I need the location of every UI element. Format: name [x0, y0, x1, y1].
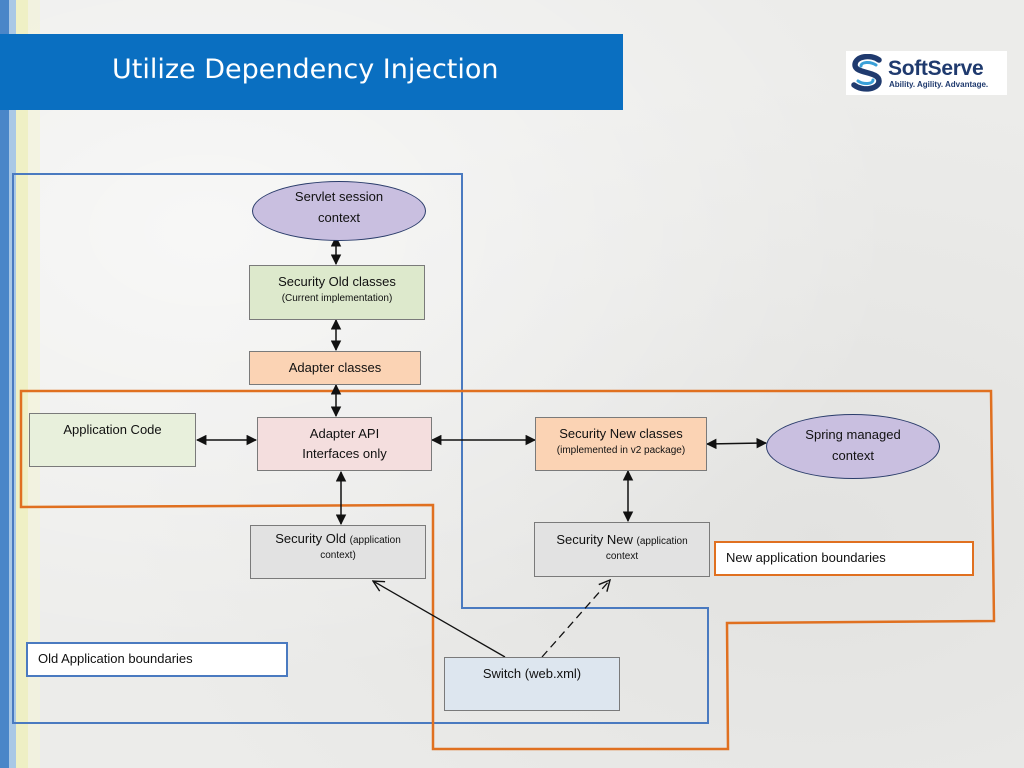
old-boundaries-text: Old Application boundaries — [38, 651, 193, 666]
spring-managed-line1: Spring managed — [805, 427, 901, 442]
application-code: Application Code — [29, 413, 196, 467]
security-old-ctx-note2: context) — [320, 550, 356, 561]
security-old-classes: Security Old classes (Current implementa… — [249, 265, 425, 320]
security-new-app-context: Security New (application context — [534, 522, 710, 577]
servlet-session-line2: context — [318, 210, 360, 225]
old-application-boundary — [12, 173, 709, 724]
adapter-api-line2: Interfaces only — [302, 446, 387, 461]
spring-managed-context: Spring managed context — [766, 414, 940, 479]
left-stripe-blue — [0, 0, 9, 768]
application-code-title: Application Code — [63, 422, 162, 437]
adapter-classes: Adapter classes — [249, 351, 421, 385]
arrow-securitynew-spring — [705, 437, 768, 450]
servlet-session-context: Servlet session context — [252, 181, 426, 241]
security-old-ctx-note1: (application — [349, 535, 401, 546]
servlet-session-line1: Servlet session — [294, 189, 384, 204]
old-boundaries-label: Old Application boundaries — [26, 642, 288, 677]
security-old-app-context: Security Old (application context) — [250, 525, 426, 579]
left-stripe-yellow — [16, 0, 28, 768]
security-new-ctx-note1: (application — [636, 536, 688, 547]
new-application-boundary — [19, 389, 996, 751]
left-stripe-pale — [28, 0, 40, 768]
adapter-api: Adapter API Interfaces only — [257, 417, 432, 471]
security-new-classes-title: Security New classes — [559, 426, 683, 441]
logo-name: SoftServe — [888, 57, 984, 80]
slide-title: Utilize Dependency Injection — [112, 54, 499, 85]
title-bar — [0, 34, 623, 110]
new-boundaries-text: New application boundaries — [726, 550, 886, 565]
security-new-classes-subtitle: (implemented in v2 package) — [556, 445, 686, 456]
logo-tagline: Ability. Agility. Advantage. — [889, 80, 989, 89]
softserve-s-icon — [851, 54, 882, 92]
security-new-classes: Security New classes (implemented in v2 … — [535, 417, 707, 471]
security-old-classes-subtitle: (Current implementation) — [281, 293, 393, 304]
security-old-classes-title: Security Old classes — [278, 274, 396, 289]
security-old-ctx-title: Security Old — [275, 531, 350, 546]
spring-managed-line2: context — [832, 448, 874, 463]
arrow-switch-securitynewctx — [541, 580, 610, 658]
new-boundaries-label: New application boundaries — [714, 541, 974, 576]
security-new-ctx-note2: context — [605, 551, 639, 562]
switch-web-xml: Switch (web.xml) — [444, 657, 620, 711]
arrow-switch-securityoldctx — [373, 581, 506, 658]
adapter-api-line1: Adapter API — [309, 426, 380, 441]
switch-title: Switch (web.xml) — [482, 666, 582, 681]
security-new-ctx-title: Security New — [556, 532, 637, 547]
adapter-classes-title: Adapter classes — [288, 360, 382, 375]
